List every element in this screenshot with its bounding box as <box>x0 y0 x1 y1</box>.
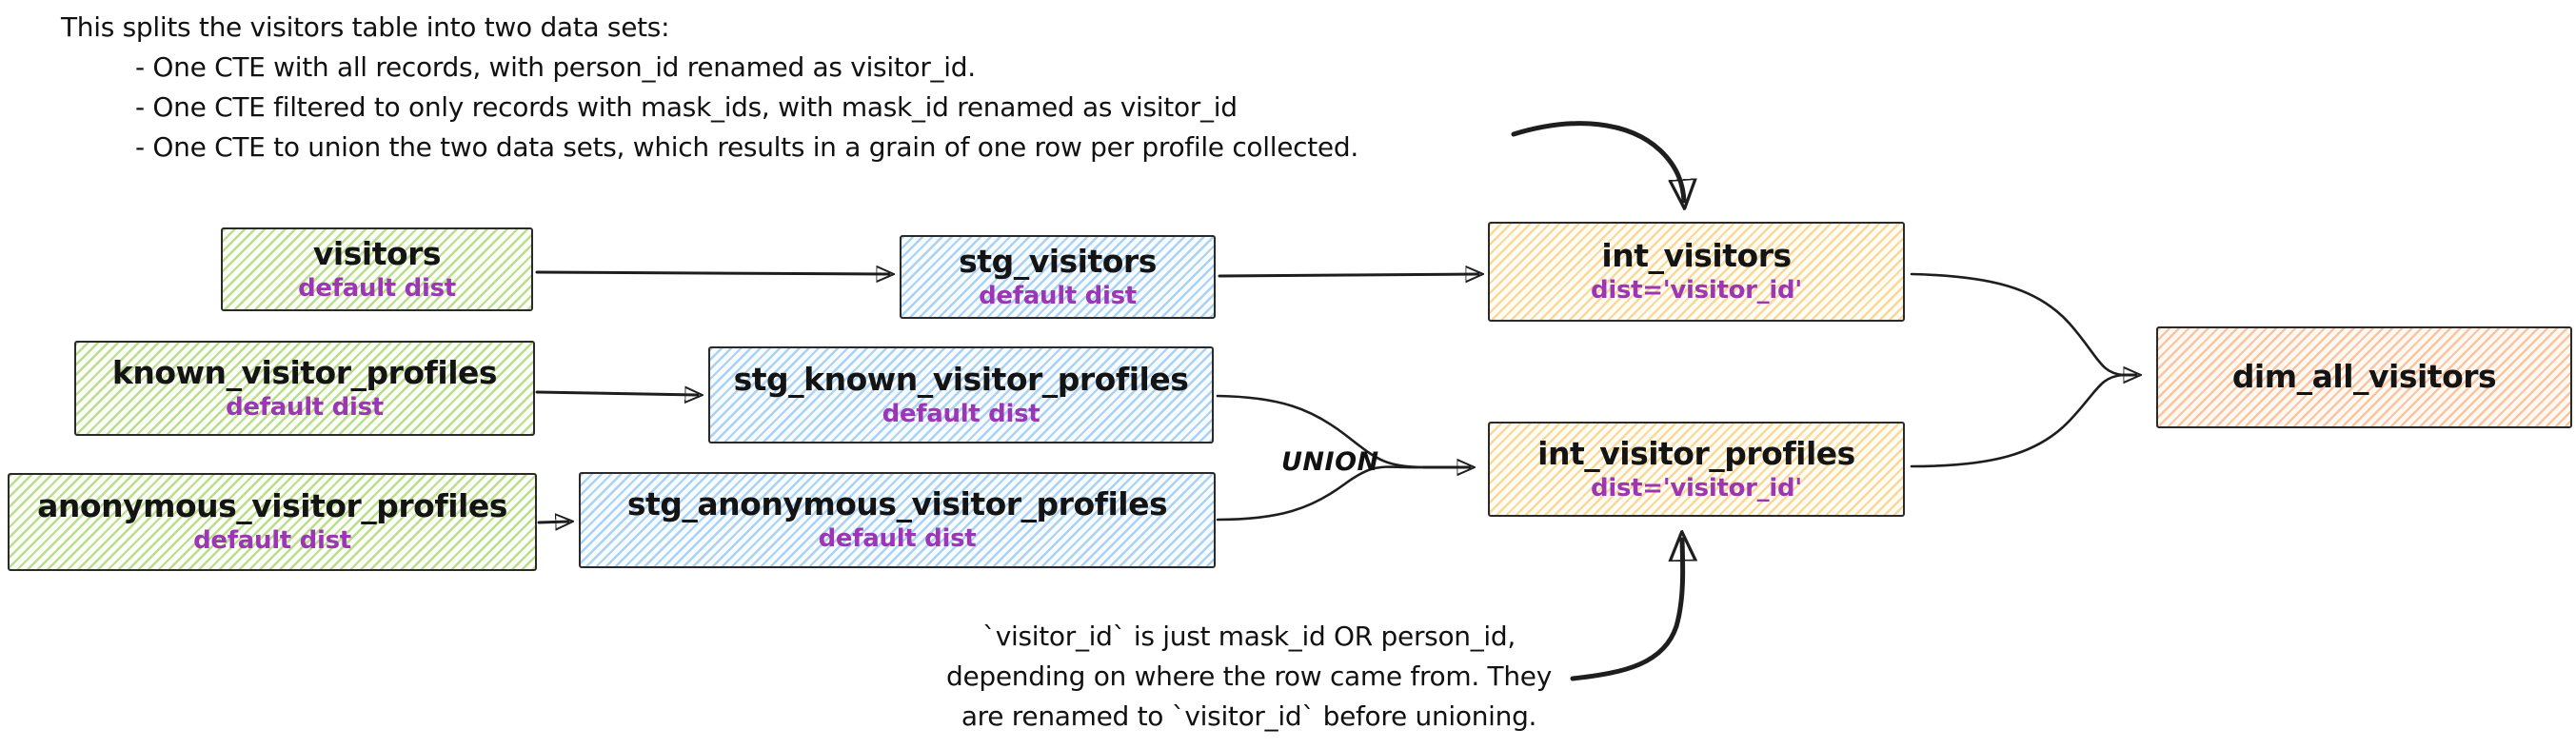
arrow-known-to-stg-known <box>535 392 698 395</box>
union-label: UNION <box>1281 447 1379 477</box>
node-visitors: visitors default dist <box>221 227 533 311</box>
top-annotation: This splits the visitors table into two … <box>61 8 1358 168</box>
curve-stg-known-to-union <box>1216 394 1426 469</box>
node-stg-visitors: stg_visitors default dist <box>900 235 1216 319</box>
node-anonymous-visitor-profiles: anonymous_visitor_profiles default dist <box>8 473 537 571</box>
node-known-visitor-profiles-dist: default dist <box>226 392 384 422</box>
node-stg-anonymous-visitor-profiles: stg_anonymous_visitor_profiles default d… <box>579 472 1216 568</box>
top-annotation-intro: This splits the visitors table into two … <box>61 11 670 43</box>
node-int-visitor-profiles-dist: dist='visitor_id' <box>1591 473 1802 503</box>
top-annotation-bullet-1: - One CTE with all records, with person_… <box>135 51 976 83</box>
arrow-bottom-note-to-int-visitor-profiles <box>1570 540 1683 681</box>
curve-int-visitors-to-join <box>1910 272 2125 377</box>
bottom-annotation: `visitor_id` is just mask_id OR person_i… <box>916 617 1582 737</box>
top-annotation-bullet-3: - One CTE to union the two data sets, wh… <box>135 131 1358 163</box>
node-stg-visitors-label: stg_visitors <box>959 242 1157 280</box>
node-visitors-dist: default dist <box>298 273 456 303</box>
curve-stg-anonymous-to-union <box>1216 465 1426 522</box>
node-dim-all-visitors-label: dim_all_visitors <box>2231 358 2497 396</box>
node-known-visitor-profiles: known_visitor_profiles default dist <box>74 341 535 436</box>
node-anonymous-visitor-profiles-dist: default dist <box>193 526 351 556</box>
node-int-visitor-profiles-label: int_visitor_profiles <box>1537 434 1855 472</box>
arrow-stg-visitors-to-int-visitors <box>1218 274 1478 276</box>
node-stg-known-visitor-profiles: stg_known_visitor_profiles default dist <box>708 346 1214 443</box>
node-int-visitors-dist: dist='visitor_id' <box>1591 276 1802 306</box>
curve-int-visitor-profiles-to-join <box>1910 373 2125 468</box>
arrow-visitors-to-stg-visitors <box>535 272 889 274</box>
node-known-visitor-profiles-label: known_visitor_profiles <box>111 353 498 391</box>
bottom-annotation-line-1: `visitor_id` is just mask_id OR person_i… <box>982 621 1516 652</box>
node-int-visitors-label: int_visitors <box>1601 237 1792 275</box>
node-int-visitor-profiles: int_visitor_profiles dist='visitor_id' <box>1488 422 1905 517</box>
node-dim-all-visitors: dim_all_visitors <box>2156 326 2572 428</box>
node-stg-known-visitor-profiles-label: stg_known_visitor_profiles <box>733 360 1189 398</box>
bottom-annotation-line-2: depending on where the row came from. Th… <box>945 660 1553 692</box>
node-stg-visitors-dist: default dist <box>979 281 1137 310</box>
node-anonymous-visitor-profiles-label: anonymous_visitor_profiles <box>37 487 507 525</box>
node-stg-anonymous-visitor-profiles-dist: default dist <box>818 524 977 554</box>
node-stg-known-visitor-profiles-dist: default dist <box>882 399 1040 428</box>
node-int-visitors: int_visitors dist='visitor_id' <box>1488 222 1905 322</box>
top-annotation-bullet-2: - One CTE filtered to only records with … <box>135 91 1238 123</box>
arrow-top-note-to-int-visitors <box>1511 121 1684 201</box>
node-stg-anonymous-visitor-profiles-label: stg_anonymous_visitor_profiles <box>626 485 1168 523</box>
node-visitors-label: visitors <box>312 234 442 272</box>
bottom-annotation-line-3: are renamed to `visitor_id` before union… <box>961 700 1537 732</box>
